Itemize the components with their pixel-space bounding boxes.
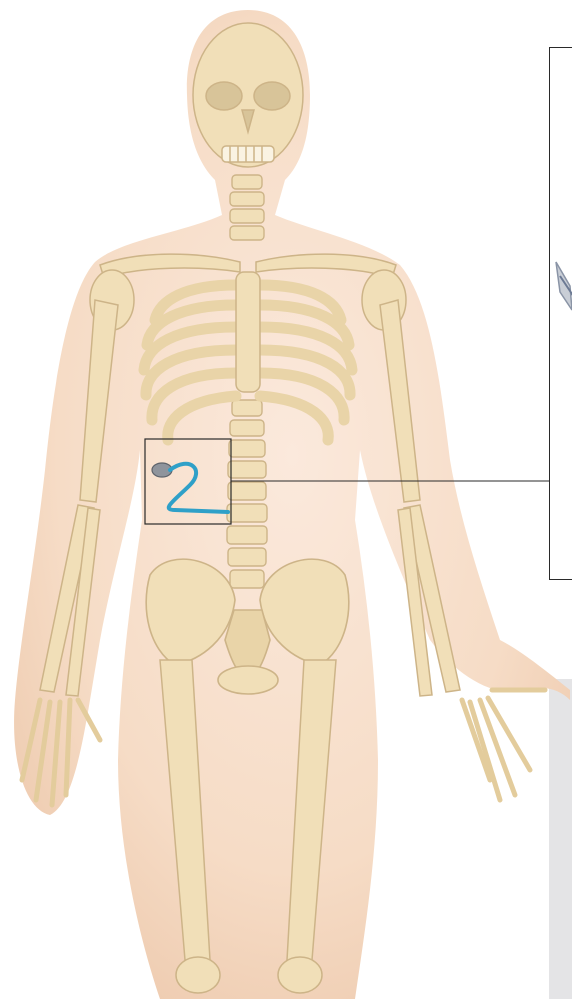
skull (193, 23, 303, 167)
sternum (236, 272, 260, 392)
body-silhouette (14, 10, 570, 999)
